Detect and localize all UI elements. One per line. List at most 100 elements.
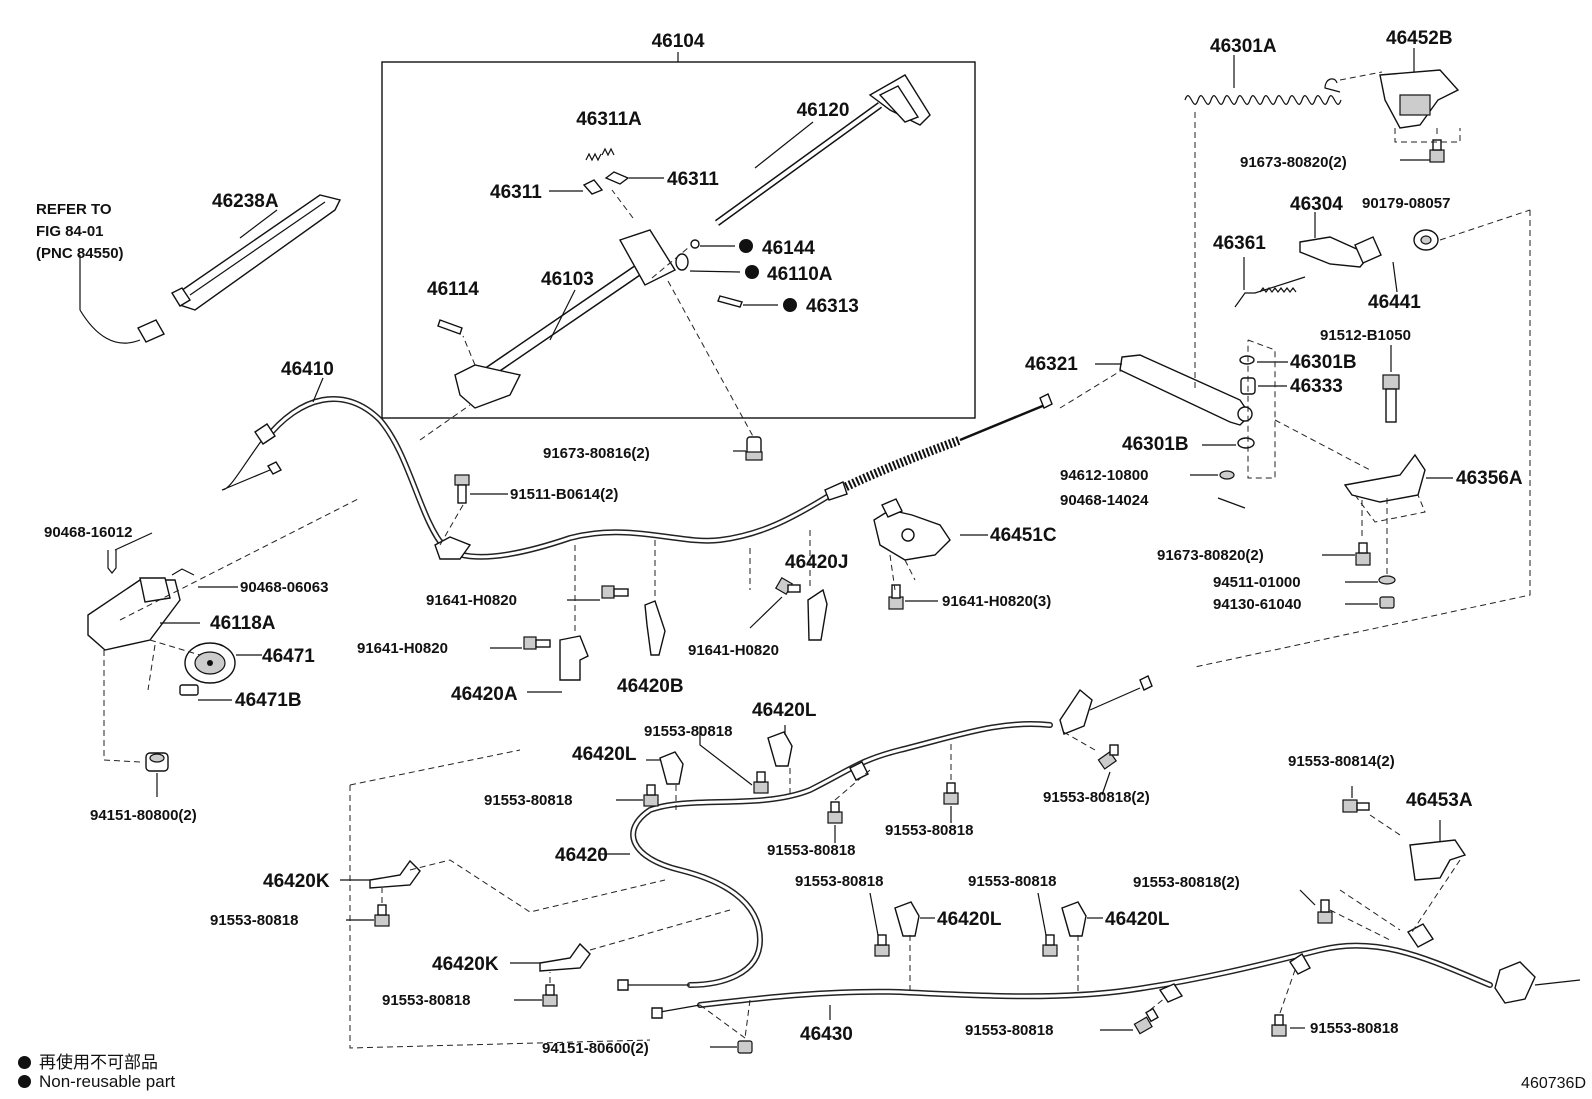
bolt-91673-80820-top [1429, 139, 1445, 163]
bolt-91553-80818-c [827, 801, 843, 824]
bracket-46356A [1343, 453, 1426, 503]
label-46361: 46361 [1213, 233, 1266, 254]
label-46420J: 46420J [785, 552, 848, 573]
label-46301A: 46301A [1210, 36, 1277, 57]
label-94151-80600: 94151-80600(2) [542, 1040, 649, 1057]
rear-cable-46430 [651, 923, 1581, 1019]
clamp-46420L-c [894, 901, 920, 937]
front-cable-46410 [221, 393, 1053, 560]
clamp-46420L-b [767, 731, 793, 767]
nonreusable-dot-46144 [739, 239, 753, 253]
clamp-46420L-d [1061, 901, 1087, 937]
figure-id: 460736D [1521, 1075, 1586, 1092]
bolt-91673-80820-mid [1355, 542, 1371, 566]
label-46333: 46333 [1290, 376, 1343, 397]
label-91512-B1050: 91512-B1050 [1320, 327, 1411, 344]
label-46420L-b: 46420L [752, 700, 817, 721]
label-91553-80818-h: 91553-80818 [968, 873, 1056, 890]
label-91553-80814: 91553-80814(2) [1288, 753, 1395, 770]
pulley-46471 [184, 642, 236, 684]
label-90179-08057: 90179-08057 [1362, 195, 1450, 212]
bolt-91641-H0820-b [523, 636, 551, 650]
label-46420L-d: 46420L [1105, 909, 1170, 930]
bolt-91553-80818-b [753, 771, 769, 794]
pawl-46311-right [604, 171, 630, 185]
bracket-46118A [87, 577, 181, 651]
clamp-46420A [559, 635, 589, 681]
label-46420L-c: 46420L [937, 909, 1002, 930]
pin-46313-part [717, 295, 743, 308]
bolt-91553-80818-i [1133, 1007, 1159, 1035]
label-94612-10800: 94612-10800 [1060, 467, 1148, 484]
bolt-91553-80818-e [374, 904, 390, 927]
parking-lever-base [454, 229, 677, 409]
label-46301B-top: 46301B [1290, 352, 1357, 373]
label-91553-80818-g: 91553-80818 [795, 873, 883, 890]
label-94130-61040: 94130-61040 [1213, 596, 1301, 613]
refer-note-line3: (PNC 84550) [36, 245, 124, 262]
pawl-46311-left [582, 179, 604, 195]
pin-90468-14024 [1217, 497, 1246, 509]
label-46410: 46410 [281, 359, 334, 380]
label-91553-80818-2b: 91553-80818(2) [1133, 874, 1240, 891]
label-46120: 46120 [797, 100, 850, 121]
label-91673-80820-mid: 91673-80820(2) [1157, 547, 1264, 564]
clamp-46420B [644, 600, 666, 656]
equalizer-46321 [1119, 354, 1253, 426]
bolt-91553-80818-f [542, 984, 558, 1007]
legend-en: Non-reusable part [18, 1072, 175, 1092]
nut-94130-61040 [1379, 596, 1395, 609]
label-46420B: 46420B [617, 676, 684, 697]
label-91553-80818-d: 91553-80818 [885, 822, 973, 839]
switch-connector [79, 255, 165, 344]
legend-jp-text: 再使用不可部品 [39, 1053, 158, 1072]
pin-46114 [437, 319, 463, 335]
label-46238A: 46238A [212, 191, 279, 212]
label-91641-H0820-a: 91641-H0820 [426, 592, 517, 609]
label-46451C: 46451C [990, 525, 1057, 546]
label-46471: 46471 [262, 646, 315, 667]
label-91553-80818-b: 91553-80818 [644, 723, 732, 740]
label-46441: 46441 [1368, 292, 1421, 313]
bolt-91553-80818-h [1042, 934, 1058, 957]
bolt-91641-H0820-a [601, 585, 629, 599]
nut-94151-80600 [737, 1040, 753, 1054]
bolt-91673-80816 [745, 436, 763, 461]
label-46311A: 46311A [576, 109, 642, 130]
rear-cable-46420 [617, 675, 1153, 991]
rod-46361 [1234, 276, 1306, 308]
clamp-46420J [807, 588, 828, 641]
clamp-46420K-a [369, 859, 421, 889]
clip-90468-16012 [107, 550, 117, 574]
nonreusable-dot-icon [18, 1056, 31, 1069]
label-46110A: 46110A [767, 264, 833, 285]
label-91553-80818-e: 91553-80818 [210, 912, 298, 929]
washer-94511-01000 [1378, 575, 1396, 585]
clip-90468-06063 [171, 568, 195, 576]
parking-lever-handle [714, 74, 931, 226]
bracket-46453A [1409, 839, 1467, 881]
label-46420K-a: 46420K [263, 871, 330, 892]
label-90468-14024: 90468-14024 [1060, 492, 1149, 509]
bolt-91553-80818-2b [1317, 899, 1333, 924]
label-91553-80818-f: 91553-80818 [382, 992, 470, 1009]
adjuster-46304 [1299, 236, 1372, 268]
washer-46144-part [690, 239, 700, 249]
label-46114: 46114 [427, 279, 479, 300]
label-46321: 46321 [1025, 354, 1078, 375]
label-46430: 46430 [800, 1024, 853, 1045]
refer-note-line2: FIG 84-01 [36, 223, 104, 240]
label-91641-H0820-c: 91641-H0820 [688, 642, 779, 659]
label-46420K-b: 46420K [432, 954, 499, 975]
label-46420A: 46420A [451, 684, 518, 705]
nut-94151-80800 [145, 752, 169, 772]
spring-46311A [585, 147, 615, 162]
label-46356A: 46356A [1456, 468, 1523, 489]
nonreusable-dot-icon [18, 1075, 31, 1088]
label-91553-80818-i: 91553-80818 [965, 1022, 1053, 1039]
nonreusable-dot-46313 [783, 298, 797, 312]
label-46144: 46144 [762, 238, 815, 259]
label-90468-06063: 90468-06063 [240, 579, 328, 596]
bolt-91553-80818-j [1271, 1014, 1287, 1037]
